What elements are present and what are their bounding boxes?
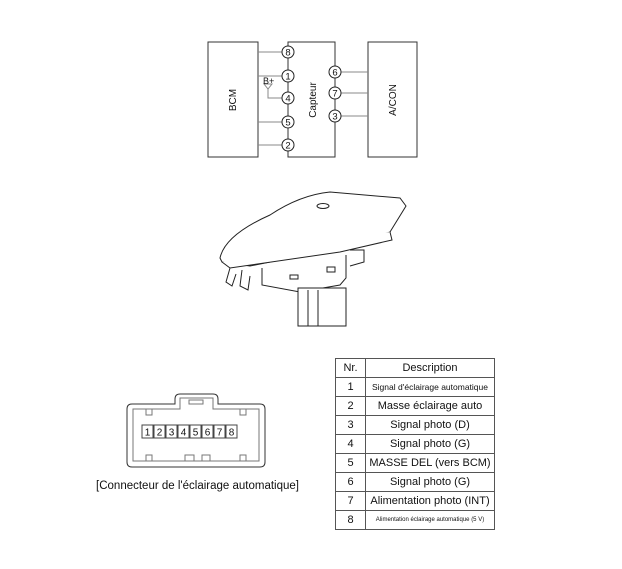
pin-description: Alimentation photo (INT) [365, 491, 495, 511]
pin-circle [281, 115, 295, 129]
pin-number: 7 [332, 89, 337, 100]
pin-number: 3 [332, 112, 337, 123]
connector-caption: [Connecteur de l'éclairage automatique] [96, 480, 299, 492]
supply-label: B+ [263, 76, 274, 86]
pin-circle [281, 45, 295, 59]
sensor-box [287, 41, 336, 158]
pin-circle [281, 138, 295, 152]
connector-face [126, 393, 266, 468]
connector-pin-number: 8 [229, 428, 235, 439]
pin-description: MASSE DEL (vers BCM) [365, 453, 495, 473]
connector-pin-number: 6 [205, 428, 211, 439]
pin-number: 1 [285, 72, 290, 83]
pin-nr: 4 [335, 434, 366, 454]
connector-pin-number: 1 [145, 428, 151, 439]
pin-description: Masse éclairage auto [365, 396, 495, 416]
pin-nr: 2 [335, 396, 366, 416]
connector-pin [177, 424, 190, 439]
acon-label: A/CON [388, 84, 399, 116]
connector-pin [213, 424, 226, 439]
pin-nr: 7 [335, 491, 366, 511]
pin-number: 6 [332, 68, 337, 79]
connector-pin [189, 424, 202, 439]
connector-pin-number: 4 [181, 428, 187, 439]
pin-nr: 1 [335, 377, 366, 397]
pin-nr: 5 [335, 453, 366, 473]
connector-pin [141, 424, 154, 439]
pin-description: Signal photo (G) [365, 434, 495, 454]
pin-description: Alimentation éclairage automatique (5 V) [365, 510, 495, 530]
connector-pin-number: 7 [217, 428, 223, 439]
sensor-illustration [219, 191, 407, 327]
pin-description: Signal photo (D) [365, 415, 495, 435]
connector-pin-number: 2 [157, 428, 163, 439]
pin-description: Signal photo (G) [365, 472, 495, 492]
connector-pin [153, 424, 166, 439]
pin-circle [328, 86, 342, 100]
pin-nr: 3 [335, 415, 366, 435]
pin-circles: 8 1 4 5 2 6 7 3 [281, 45, 342, 152]
pin-description: Signal d'éclairage automatique [365, 377, 495, 397]
header-nr: Nr. [335, 358, 366, 378]
connector-pin-number: 3 [169, 428, 175, 439]
pin-number: 4 [285, 94, 290, 105]
pin-number: 8 [285, 48, 290, 59]
bcm-label: BCM [228, 89, 239, 111]
pin-circle [328, 65, 342, 79]
sensor-label: Capteur [308, 82, 319, 118]
acon-box [367, 41, 418, 158]
bcm-box [207, 41, 259, 158]
pin-nr: 6 [335, 472, 366, 492]
connector-pin [201, 424, 214, 439]
connector-pin [165, 424, 178, 439]
pin-number: 2 [285, 141, 290, 152]
pin-nr: 8 [335, 510, 366, 530]
connector-pin-number: 5 [193, 428, 199, 439]
pin-circle [328, 109, 342, 123]
pin-circle [281, 91, 295, 105]
wiring-diagram [207, 41, 418, 158]
pin-number: 5 [285, 118, 290, 129]
pin-circle [281, 69, 295, 83]
connector-pin [225, 424, 238, 439]
supply-arrow-icon [262, 83, 274, 90]
header-description: Description [365, 358, 495, 378]
